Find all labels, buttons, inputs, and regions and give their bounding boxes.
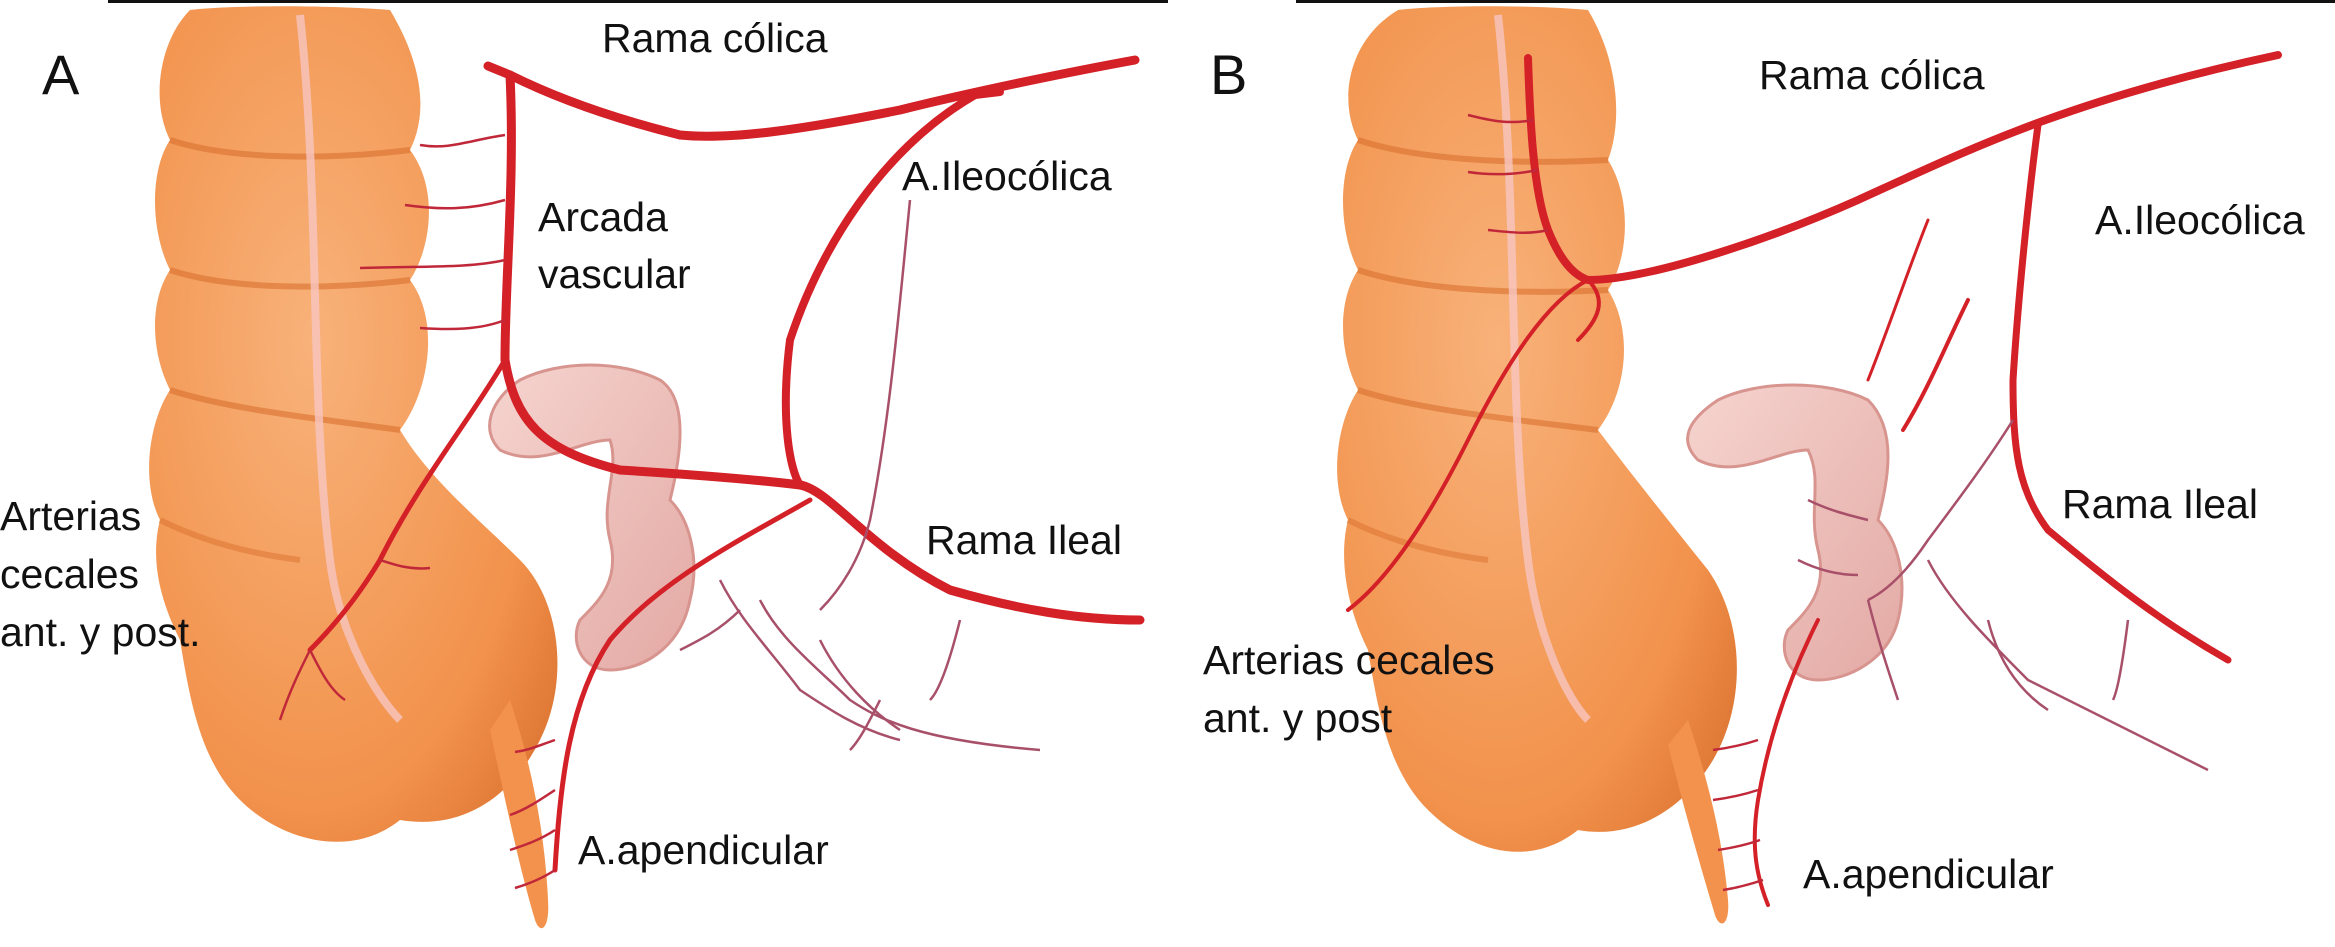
label-vascular: vascular [538,251,691,297]
label-arterias-cecales-1: Arterias [0,493,142,539]
label-arterias-cecales-3: ant. y post. [0,609,201,655]
small-veins [679,199,1041,752]
label-a-ileocolica: A.Ileocólica [2095,197,2305,243]
appendix [490,700,549,929]
label-rama-ileal: Rama Ileal [2062,481,2258,527]
top-rule [108,0,1168,3]
small-veins [1797,419,2209,772]
label-a-ileocolica: A.Ileocólica [902,153,1112,199]
panel-b-illustration [1337,6,2282,924]
panel-letter: A [42,43,80,106]
label-a-apendicular: A.apendicular [1803,851,2054,897]
label-rama-ileal: Rama Ileal [926,517,1122,563]
appendix [1668,720,1729,924]
colon [149,6,558,842]
colon [1337,6,1737,852]
panel-a-illustration [149,6,1145,929]
arteries [307,55,1145,873]
label-arterias-cecales-2: ant. y post [1203,695,1393,741]
top-rule [1296,0,2335,3]
label-rama-colica: Rama cólica [1759,52,1985,98]
small-arteries [278,133,556,890]
label-a-apendicular: A.apendicular [578,827,829,873]
panel-a: A Rama cólica A.Ileocólica Arcada vascul… [0,0,1168,929]
label-rama-colica: Rama cólica [602,15,828,61]
ileum [1686,383,1904,682]
arteries [1346,51,2282,907]
label-arcada: Arcada [538,194,668,240]
small-arteries [1467,113,1764,892]
panel-b: B Rama cólica A.Ileocólica Rama Ileal Ar… [1168,0,2335,947]
label-arterias-cecales-1: Arterias cecales [1203,637,1495,683]
panel-letter: B [1210,43,1248,106]
label-arterias-cecales-2: cecales [0,551,140,597]
